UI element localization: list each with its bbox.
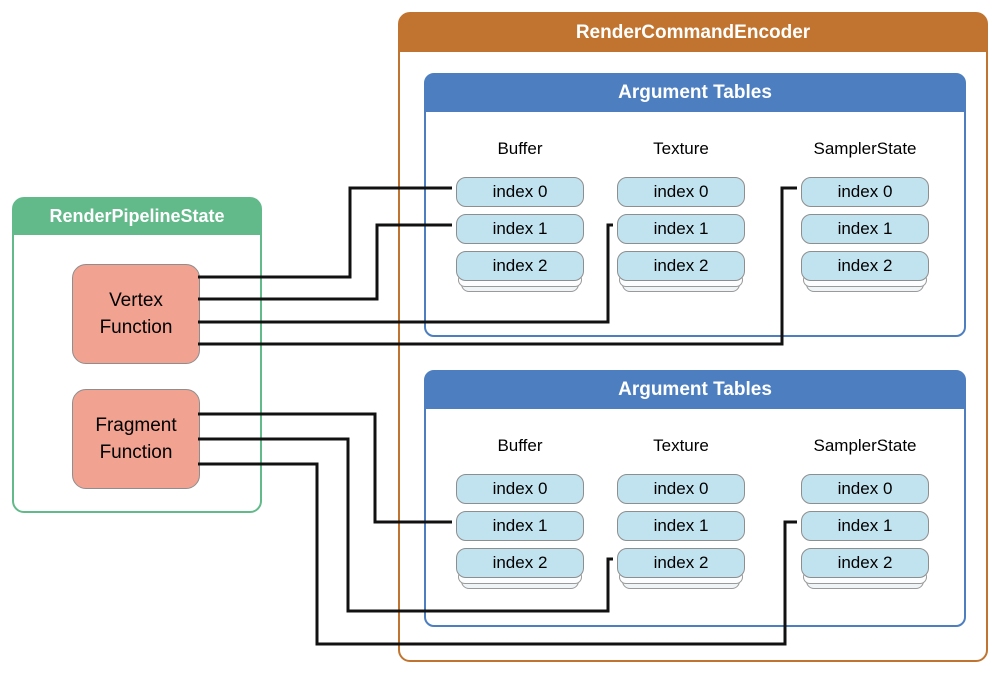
argument-tables-2-header: Argument Tables [425, 371, 965, 409]
vertex-function-box: Vertex Function [72, 264, 200, 364]
argument-slot: index 1 [801, 214, 929, 244]
table-2-texture-label: Texture [653, 436, 709, 455]
argument-tables-1-title: Argument Tables [618, 82, 772, 103]
render-command-encoder-header: RenderCommandEncoder [399, 13, 987, 52]
argument-slot: index 0 [617, 474, 745, 504]
argument-slot: index 0 [456, 474, 584, 504]
table-1-buffer-label: Buffer [497, 139, 543, 158]
render-pipeline-state-header: RenderPipelineState [13, 198, 261, 235]
table-1-column-buffer: Buffer index 0 index 1 index 2 [456, 139, 584, 292]
argument-slot: index 1 [617, 511, 745, 541]
argument-tables-2-title: Argument Tables [618, 379, 772, 400]
argument-slot: index 0 [801, 474, 929, 504]
table-1-samplerstate-label: SamplerState [813, 139, 917, 158]
argument-slot: index 2 [801, 251, 929, 281]
fragment-function-label-line2: Function [99, 442, 173, 463]
argument-slot: index 0 [456, 177, 584, 207]
argument-slot: index 1 [617, 214, 745, 244]
table-1-texture-label: Texture [653, 139, 709, 158]
argument-slot: index 2 [456, 251, 584, 281]
render-command-encoder-box: RenderCommandEncoder Argument Tables Buf… [398, 12, 988, 662]
vertex-function-label-line2: Function [99, 317, 173, 338]
table-2-column-samplerstate: SamplerState index 0 index 1 index 2 [801, 436, 929, 589]
table-2-samplerstate-label: SamplerState [813, 436, 917, 455]
argument-slot: index 2 [456, 548, 584, 578]
table-2-column-buffer: Buffer index 0 index 1 index 2 [456, 436, 584, 589]
fragment-function-label-line1: Fragment [95, 415, 177, 436]
argument-slot: index 2 [617, 251, 745, 281]
table-1-column-texture: Texture index 0 index 1 index 2 [617, 139, 745, 292]
render-pipeline-state-box: RenderPipelineState Vertex Function Frag… [12, 197, 262, 513]
argument-slot: index 0 [617, 177, 745, 207]
argument-tables-2-box: Argument Tables Buffer index 0 index 1 i… [424, 370, 966, 627]
argument-slot: index 0 [801, 177, 929, 207]
argument-tables-1-header: Argument Tables [425, 74, 965, 112]
table-2-buffer-label: Buffer [497, 436, 543, 455]
table-2-column-texture: Texture index 0 index 1 index 2 [617, 436, 745, 589]
fragment-function-box: Fragment Function [72, 389, 200, 489]
argument-slot: index 2 [801, 548, 929, 578]
render-pipeline-state-title: RenderPipelineState [49, 206, 225, 226]
table-1-column-samplerstate: SamplerState index 0 index 1 index 2 [801, 139, 929, 292]
render-command-encoder-title: RenderCommandEncoder [575, 21, 811, 43]
argument-slot: index 1 [456, 511, 584, 541]
argument-tables-1-box: Argument Tables Buffer index 0 index 1 i… [424, 73, 966, 337]
vertex-function-label-line1: Vertex [109, 290, 163, 311]
argument-slot: index 1 [456, 214, 584, 244]
argument-slot: index 2 [617, 548, 745, 578]
argument-slot: index 1 [801, 511, 929, 541]
